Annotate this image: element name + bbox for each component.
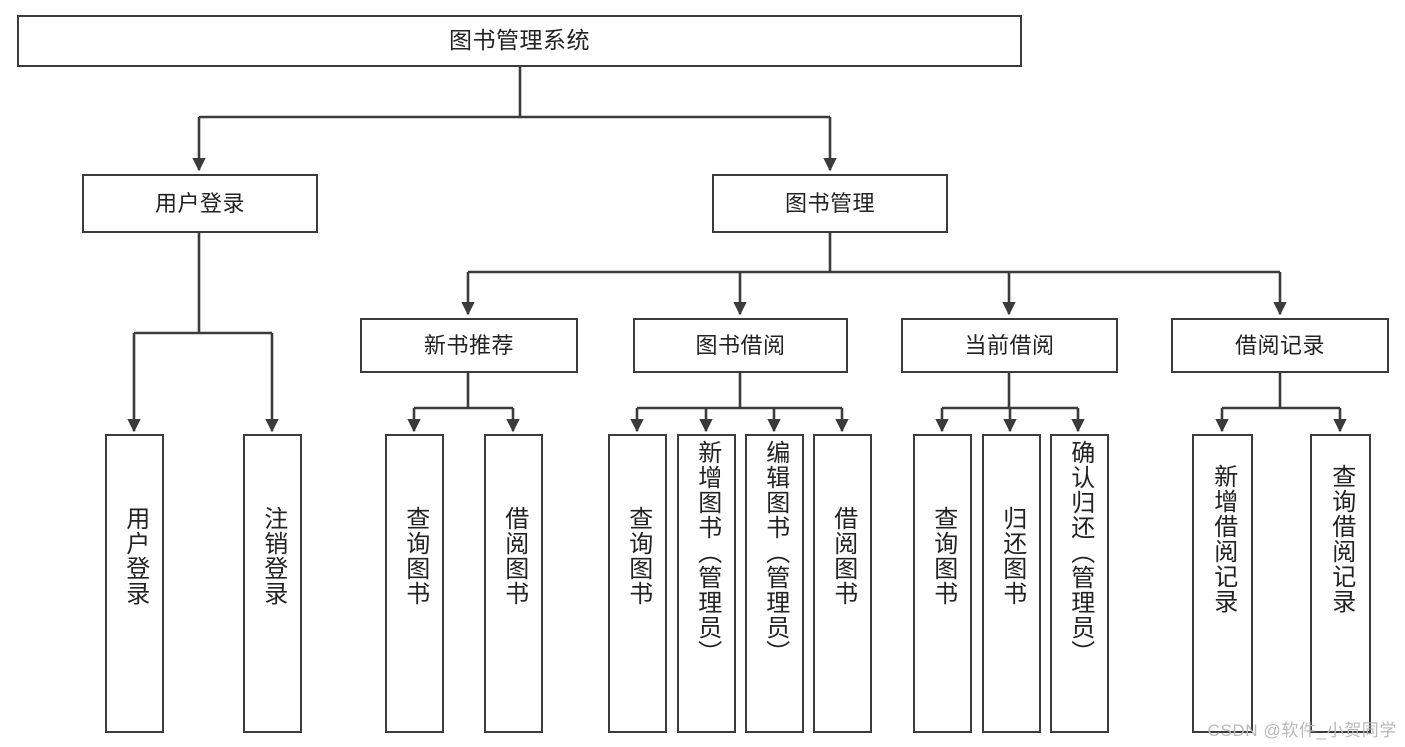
node-borrow-record-label: 借阅记录 <box>1234 332 1325 358</box>
node-new-book-recommend[interactable]: 新书推荐 <box>360 318 578 373</box>
node-leaf-add-record[interactable]: 新增借阅记录 <box>1192 434 1253 733</box>
node-book-management[interactable]: 图书管理 <box>712 174 948 233</box>
node-leaf-query-book-1-label: 查询图书 <box>401 506 429 606</box>
node-book-management-label: 图书管理 <box>784 190 875 216</box>
node-leaf-query-record[interactable]: 查询借阅记录 <box>1310 434 1371 733</box>
node-leaf-logout[interactable]: 注销登录 <box>243 434 302 733</box>
node-new-book-recommend-label: 新书推荐 <box>423 332 514 358</box>
node-leaf-edit-book[interactable]: 编辑图书（管理员） <box>745 434 804 733</box>
node-leaf-edit-book-label: 编辑图书（管理员） <box>761 440 789 665</box>
node-leaf-query-book-3-label: 查询图书 <box>929 506 957 606</box>
node-user-login-label: 用户登录 <box>154 190 245 216</box>
node-leaf-confirm-return[interactable]: 确认归还（管理员） <box>1050 434 1109 733</box>
node-leaf-query-book-2[interactable]: 查询图书 <box>608 434 667 733</box>
node-leaf-query-book-1[interactable]: 查询图书 <box>385 434 444 733</box>
watermark: CSDN @软件_小贺同学 <box>1207 721 1397 740</box>
node-leaf-add-book[interactable]: 新增图书（管理员） <box>677 434 736 733</box>
node-leaf-add-book-label: 新增图书（管理员） <box>693 440 721 665</box>
node-book-borrow[interactable]: 图书借阅 <box>633 318 848 373</box>
node-borrow-record[interactable]: 借阅记录 <box>1171 318 1389 373</box>
node-root-label: 图书管理系统 <box>449 27 590 54</box>
node-leaf-user-login[interactable]: 用户登录 <box>105 434 164 733</box>
node-leaf-return-book[interactable]: 归还图书 <box>982 434 1041 733</box>
node-leaf-logout-label: 注销登录 <box>259 506 287 606</box>
node-user-login[interactable]: 用户登录 <box>82 174 318 233</box>
node-leaf-borrow-book-2-label: 借阅图书 <box>829 506 857 606</box>
node-leaf-query-record-label: 查询借阅记录 <box>1327 464 1355 614</box>
node-book-borrow-label: 图书借阅 <box>695 332 786 358</box>
node-leaf-query-book-2-label: 查询图书 <box>624 506 652 606</box>
node-leaf-user-login-label: 用户登录 <box>121 506 149 606</box>
node-leaf-borrow-book-1[interactable]: 借阅图书 <box>484 434 543 733</box>
node-current-borrow[interactable]: 当前借阅 <box>901 318 1118 373</box>
node-leaf-borrow-book-2[interactable]: 借阅图书 <box>813 434 872 733</box>
node-leaf-confirm-return-label: 确认归还（管理员） <box>1066 440 1094 665</box>
node-leaf-borrow-book-1-label: 借阅图书 <box>500 506 528 606</box>
node-leaf-query-book-3[interactable]: 查询图书 <box>913 434 972 733</box>
node-current-borrow-label: 当前借阅 <box>964 332 1055 358</box>
node-leaf-return-book-label: 归还图书 <box>998 506 1026 606</box>
node-root[interactable]: 图书管理系统 <box>17 15 1022 67</box>
node-leaf-add-record-label: 新增借阅记录 <box>1209 464 1237 614</box>
